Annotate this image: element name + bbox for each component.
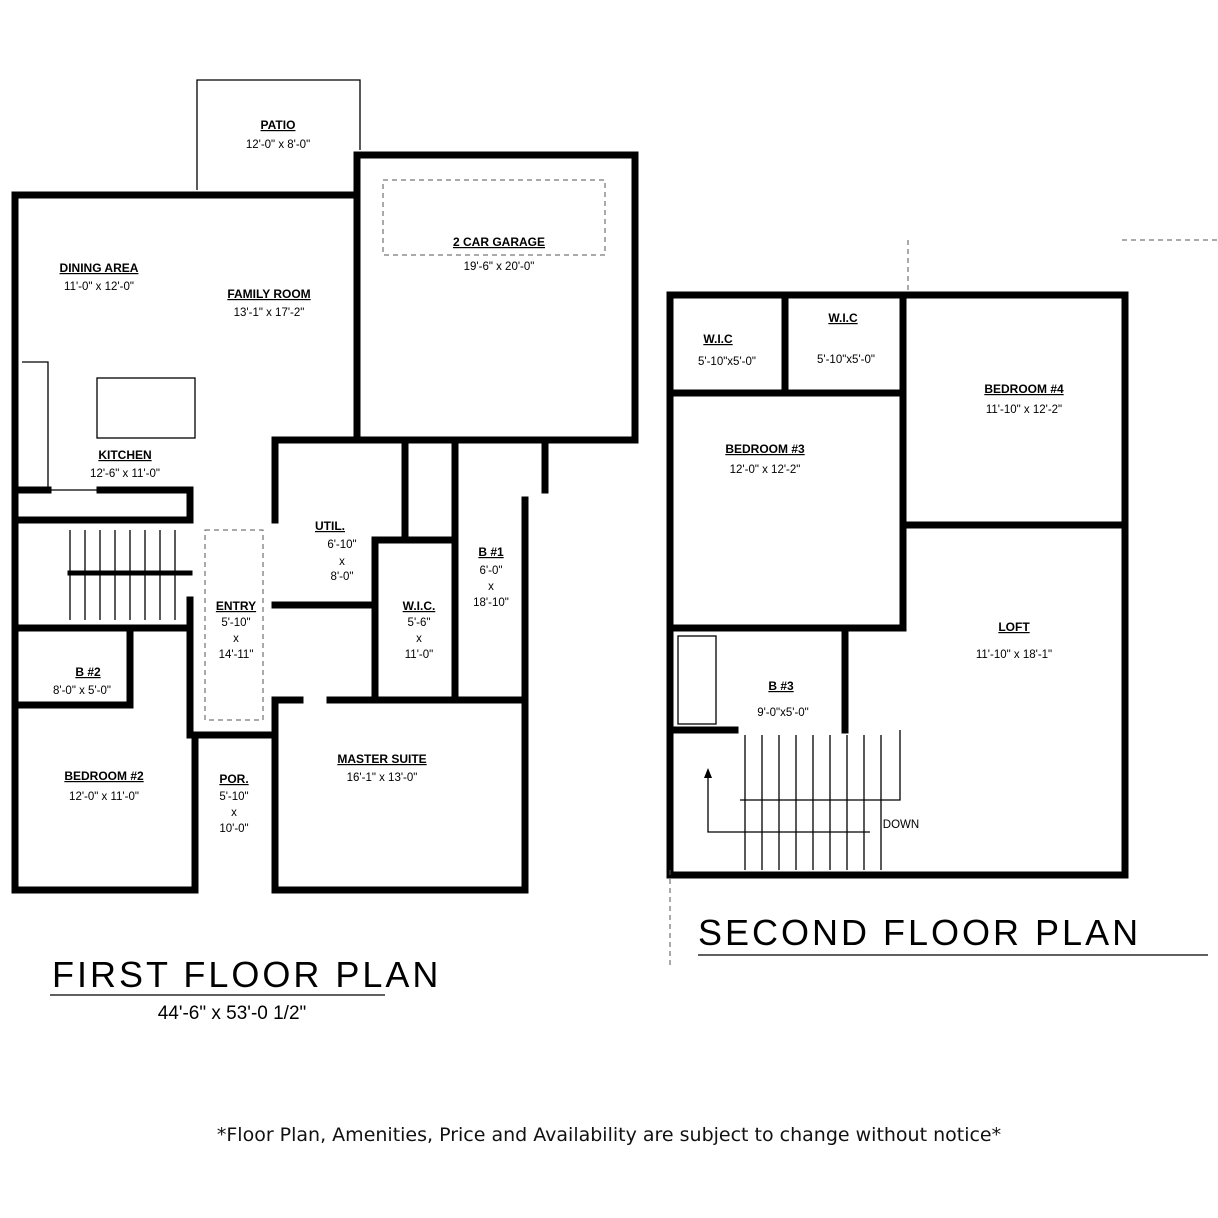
svg-text:5'-10": 5'-10" (221, 617, 250, 629)
svg-text:5'-6": 5'-6" (408, 617, 431, 629)
svg-text:9'-0"x5'-0": 9'-0"x5'-0" (757, 707, 809, 719)
room-dining-area: DINING AREA 11'-0" x 12'-0" (60, 261, 139, 293)
svg-text:12'-0" x 12'-2": 12'-0" x 12'-2" (730, 464, 801, 476)
svg-text:B #3: B #3 (768, 679, 794, 693)
svg-text:10'-0": 10'-0" (219, 823, 248, 835)
room-porch: POR. 5'-10" x 10'-0" (219, 772, 248, 835)
svg-text:19'-6" x 20'-0": 19'-6" x 20'-0" (464, 261, 535, 273)
svg-text:B #1: B #1 (478, 545, 504, 559)
svg-text:x: x (339, 556, 345, 568)
room-bath-2: B #2 8'-0" x 5'-0" (53, 665, 111, 697)
second-stair-treads (704, 730, 901, 870)
svg-text:POR.: POR. (219, 772, 248, 786)
svg-text:11'-10" x 18'-1": 11'-10" x 18'-1" (976, 649, 1052, 661)
svg-text:LOFT: LOFT (998, 620, 1030, 634)
svg-text:13'-1" x 17'-2": 13'-1" x 17'-2" (234, 307, 305, 319)
svg-text:W.I.C: W.I.C (703, 332, 733, 346)
svg-text:BEDROOM #3: BEDROOM #3 (725, 442, 805, 456)
svg-text:12'-0" x 8'-0": 12'-0" x 8'-0" (246, 139, 310, 151)
svg-text:PATIO: PATIO (261, 118, 296, 132)
room-loft: LOFT 11'-10" x 18'-1" (976, 620, 1052, 661)
svg-text:x: x (488, 581, 494, 593)
svg-text:x: x (231, 807, 237, 819)
disclaimer-footer: *Floor Plan, Amenities, Price and Availa… (216, 1124, 1002, 1146)
svg-text:MASTER SUITE: MASTER SUITE (337, 752, 426, 766)
room-wic-left: W.I.C 5'-10"x5'-0" (698, 332, 756, 368)
svg-text:KITCHEN: KITCHEN (98, 448, 151, 462)
svg-text:BEDROOM #2: BEDROOM #2 (64, 769, 144, 783)
stair-down-label: DOWN (883, 819, 919, 831)
second-floor-title: SECOND FLOOR PLAN (698, 912, 1141, 953)
svg-text:W.I.C.: W.I.C. (403, 599, 436, 613)
first-floor-title: FIRST FLOOR PLAN (52, 954, 441, 995)
first-floor-walls (11, 79, 639, 894)
svg-text:BEDROOM #4: BEDROOM #4 (984, 382, 1064, 396)
room-garage: 2 CAR GARAGE 19'-6" x 20'-0" (453, 235, 545, 273)
room-kitchen: KITCHEN 12'-6" x 11'-0" (90, 448, 160, 480)
room-bedroom-2: BEDROOM #2 12'-0" x 11'-0" (64, 769, 144, 803)
svg-text:B #2: B #2 (75, 665, 101, 679)
second-floor-walls (666, 239, 1218, 965)
svg-text:FAMILY ROOM: FAMILY ROOM (227, 287, 310, 301)
svg-text:14'-11": 14'-11" (219, 649, 254, 661)
svg-text:5'-10": 5'-10" (219, 791, 248, 803)
room-walk-in-closet: W.I.C. 5'-6" x 11'-0" (403, 599, 436, 661)
room-bedroom-4: BEDROOM #4 11'-10" x 12'-2" (984, 382, 1064, 416)
room-bedroom-3: BEDROOM #3 12'-0" x 12'-2" (725, 442, 805, 476)
svg-text:12'-6" x 11'-0": 12'-6" x 11'-0" (90, 468, 160, 480)
svg-text:5'-10"x5'-0": 5'-10"x5'-0" (817, 354, 875, 366)
room-family-room: FAMILY ROOM 13'-1" x 17'-2" (227, 287, 310, 319)
svg-text:11'-0": 11'-0" (405, 649, 433, 661)
room-patio: PATIO 12'-0" x 8'-0" (246, 118, 310, 151)
room-wic-right: W.I.C 5'-10"x5'-0" (817, 311, 875, 366)
svg-text:11'-0" x 12'-0": 11'-0" x 12'-0" (64, 281, 134, 293)
stair-treads (67, 530, 193, 620)
svg-text:ENTRY: ENTRY (216, 599, 256, 613)
svg-text:x: x (416, 633, 422, 645)
room-utility: UTIL. 6'-10" x 8'-0" (315, 519, 357, 583)
svg-text:8'-0" x 5'-0": 8'-0" x 5'-0" (53, 685, 111, 697)
svg-text:6'-0": 6'-0" (480, 565, 503, 577)
room-entry: ENTRY 5'-10" x 14'-11" (216, 599, 256, 661)
svg-text:DINING AREA: DINING AREA (60, 261, 139, 275)
svg-text:UTIL.: UTIL. (315, 519, 345, 533)
svg-text:W.I.C: W.I.C (828, 311, 858, 325)
svg-text:8'-0": 8'-0" (331, 571, 354, 583)
svg-text:2 CAR GARAGE: 2 CAR GARAGE (453, 235, 545, 249)
room-bath-3: B #3 9'-0"x5'-0" (757, 679, 809, 719)
svg-text:16'-1" x 13'-0": 16'-1" x 13'-0" (347, 772, 418, 784)
svg-text:18'-10": 18'-10" (473, 597, 509, 609)
svg-text:x: x (233, 633, 239, 645)
svg-text:6'-10": 6'-10" (327, 539, 356, 551)
svg-text:11'-10" x 12'-2": 11'-10" x 12'-2" (986, 404, 1062, 416)
svg-text:12'-0" x 11'-0": 12'-0" x 11'-0" (69, 791, 139, 803)
room-bath-1: B #1 6'-0" x 18'-10" (473, 545, 509, 609)
room-master-suite: MASTER SUITE 16'-1" x 13'-0" (337, 752, 426, 784)
first-floor-dimensions: 44'-6" x 53'-0 1/2" (158, 1003, 307, 1024)
svg-text:5'-10"x5'-0": 5'-10"x5'-0" (698, 356, 756, 368)
